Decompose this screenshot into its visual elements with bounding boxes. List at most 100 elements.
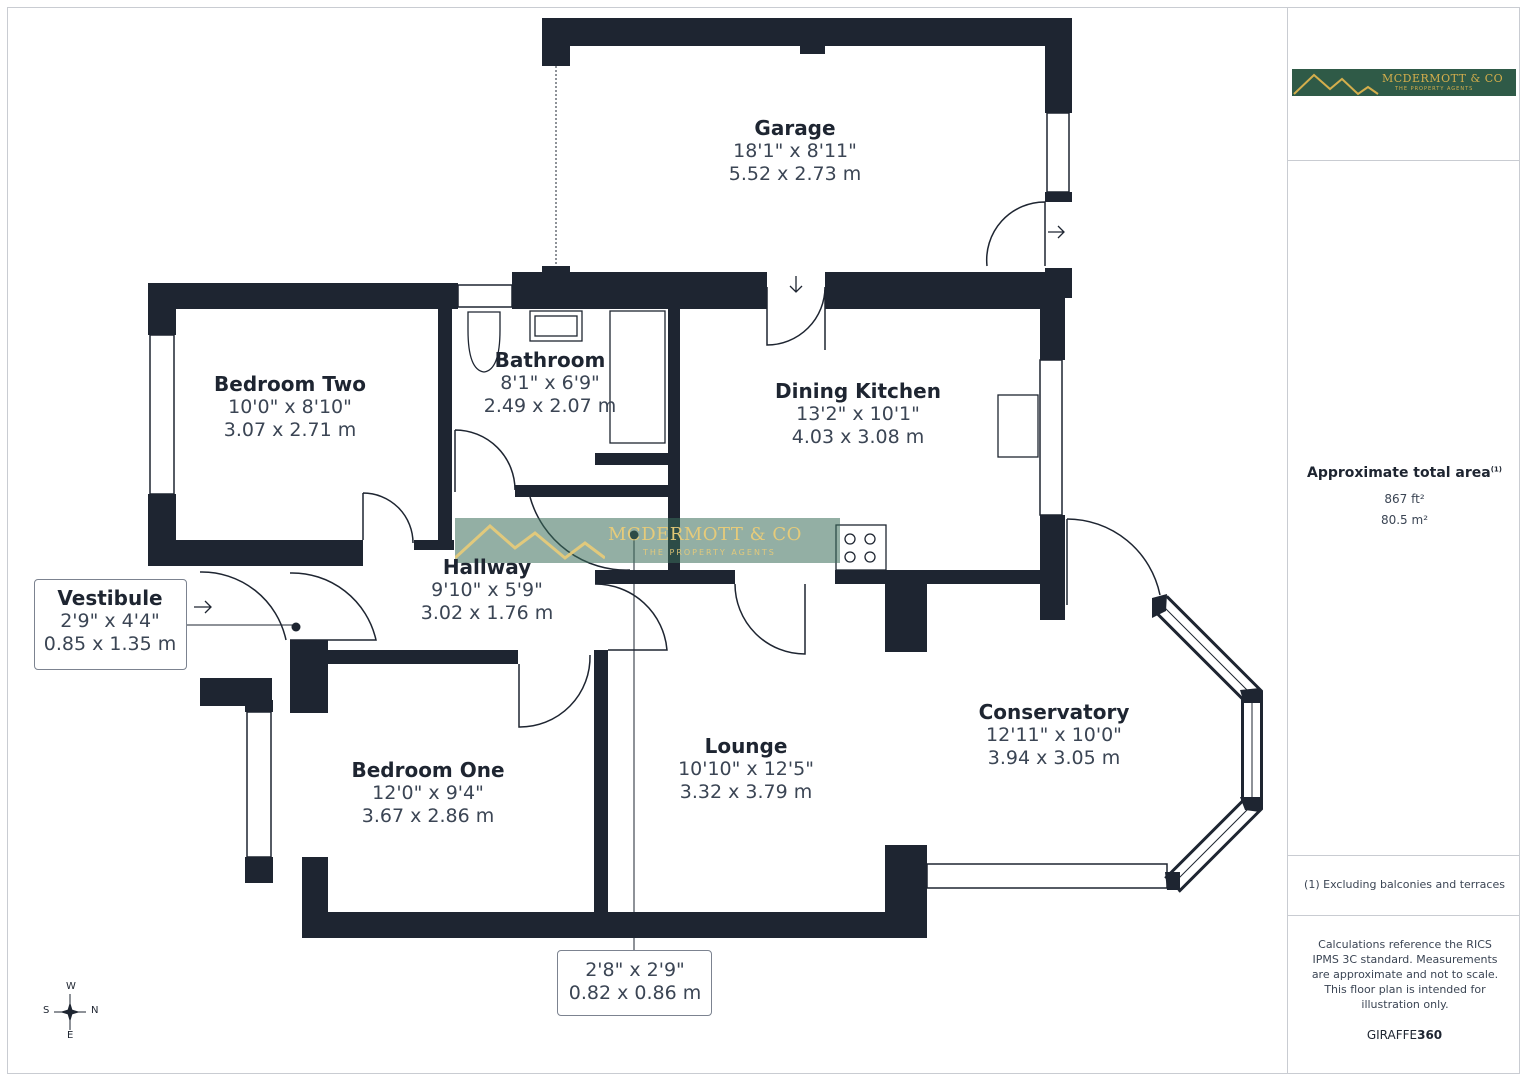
garage-top-wall: [542, 18, 1072, 46]
page-frame: [7, 7, 1520, 1074]
area-title: Approximate total area(1): [1292, 465, 1517, 481]
watermark-tagline: THE PROPERTY AGENTS: [643, 548, 776, 557]
room-size-imperial: 8'1" x 6'9": [500, 372, 600, 394]
compass-rose: W S N E: [40, 980, 100, 1041]
bedroom-two-bottom-right: [414, 540, 454, 550]
kitchen-window: [1039, 359, 1063, 516]
south-wall: [302, 912, 912, 938]
garage-right-wall-mid: [1045, 192, 1072, 202]
bedroom-one-top-left: [290, 640, 328, 713]
room-name: Conservatory: [978, 700, 1130, 724]
room-garage: Garage 18'1" x 8'11" 5.52 x 2.73 m: [729, 116, 861, 186]
bedroom-two-window: [149, 334, 175, 495]
area-sqft: 867 ft²: [1384, 492, 1425, 506]
panel-divider: [1288, 915, 1520, 916]
lounge-kitchen-door: [734, 583, 806, 655]
bedroom-two-left-wall-top: [148, 283, 176, 335]
cupboard-label-box: [557, 950, 712, 1016]
windows: [149, 112, 1168, 889]
room-bathroom: Bathroom 8'1" x 6'9" 2.49 x 2.07 m: [484, 348, 616, 418]
room-vestibule: Vestibule 2'9" x 4'4" 0.85 x 1.35 m: [44, 586, 176, 656]
bathroom-top-wall: [512, 272, 767, 309]
vestibule-porch-corner: [245, 700, 273, 712]
vestibule-inner-door: [289, 572, 377, 641]
garage-side-door: [985, 201, 1046, 267]
bedroom-two-right-wall: [438, 309, 452, 550]
room-size-metric: 3.02 x 1.76 m: [420, 601, 554, 624]
room-conservatory: Conservatory 12'11" x 10'0" 3.94 x 3.05 …: [979, 700, 1130, 770]
logo-tagline: THE PROPERTY AGENTS: [1395, 86, 1474, 92]
bedroom-two-bottom-wall: [148, 540, 363, 566]
kitchen-sink: [997, 394, 1039, 458]
kitchen-entrance-arrow: [789, 276, 803, 293]
room-size-metric: 3.32 x 3.79 m: [679, 780, 813, 803]
hob: [835, 524, 887, 571]
disclaimer: Calculations reference the RICS IPMS 3C …: [1311, 938, 1499, 1011]
room-lounge: Lounge 10'10" x 12'5" 3.32 x 3.79 m: [678, 734, 814, 804]
room-size-imperial: 12'0" x 9'4": [372, 782, 484, 804]
area-note-marker: (1): [1490, 465, 1503, 474]
compass-w: W: [66, 981, 76, 992]
cupboard-door: [594, 583, 668, 651]
garage-left-wall-stub: [542, 18, 570, 66]
room-name: Dining Kitchen: [775, 379, 941, 403]
garage-entrance-arrow: [1048, 225, 1065, 239]
kitchen-north-door: [766, 286, 826, 346]
garage-right-wall-upper: [1045, 18, 1072, 113]
kitchen-right-wall-top: [1040, 298, 1065, 360]
room-size-imperial: 13'2" x 10'1": [796, 403, 920, 425]
giraffe360-brand: GIRAFFE360: [1292, 1028, 1517, 1042]
info-panel: [1287, 7, 1520, 1074]
room-name: Bedroom Two: [214, 372, 366, 396]
brand-prefix: GIRAFFE: [1366, 1028, 1418, 1042]
bedroom-lounge-wall: [594, 650, 608, 912]
garage-pillar: [800, 44, 825, 54]
room-size-metric: 4.03 x 3.08 m: [791, 425, 925, 448]
room-name: Garage: [754, 116, 836, 140]
logo-roof-icon: [1293, 73, 1379, 96]
bathroom-door: [454, 429, 516, 492]
watermark-name: MCDERMOTT & CO: [608, 524, 802, 545]
room-hallway: Hallway 9'10" x 5'9" 3.02 x 1.76 m: [421, 555, 553, 625]
room-size-metric: 3.94 x 3.05 m: [987, 746, 1121, 769]
kitchen-top-wall: [825, 272, 1065, 309]
room-size-metric: 3.07 x 2.71 m: [223, 418, 357, 441]
vestibule-label-box: [34, 579, 187, 670]
floor-plan: [148, 18, 1263, 950]
bedroom-one-top-wall: [290, 650, 518, 664]
chimney-breast: [885, 584, 927, 652]
area-title-text: Approximate total area: [1306, 465, 1491, 481]
panel-divider: [1288, 855, 1520, 856]
room-size-metric: 5.52 x 2.73 m: [728, 162, 862, 185]
compass-n: N: [91, 1005, 99, 1016]
kitchen-west-wall: [668, 309, 680, 579]
conservatory-south-pier: [885, 845, 927, 938]
bedroom-one-window: [246, 711, 272, 858]
room-size-imperial: 9'10" x 5'9": [431, 579, 543, 601]
door-swings: [199, 201, 1161, 728]
room-size-metric: 0.82 x 0.86 m: [568, 981, 702, 1004]
area-footnote: (1) Excluding balconies and terraces: [1304, 878, 1505, 891]
vestibule-entrance-arrow: [194, 600, 212, 614]
conservatory-door: [1066, 518, 1161, 596]
bedroom-one-door: [518, 654, 591, 728]
room-bedroom-two: Bedroom Two 10'0" x 8'10" 3.07 x 2.71 m: [214, 372, 366, 442]
area-sqm: 80.5 m²: [1380, 513, 1429, 527]
room-size-imperial: 2'9" x 4'4": [60, 610, 160, 632]
logo-name: MCDERMOTT & CO: [1382, 72, 1504, 85]
walls: [148, 18, 1072, 938]
room-name: Bedroom One: [351, 758, 505, 782]
room-name: Lounge: [704, 734, 788, 758]
garage-window: [1046, 112, 1070, 193]
toilet: [467, 311, 501, 373]
room-size-imperial: 12'11" x 10'0": [986, 724, 1122, 746]
room-name: Hallway: [442, 555, 532, 579]
room-size-imperial: 10'0" x 8'10": [228, 396, 352, 418]
bathroom-sink-basin: [534, 315, 578, 337]
bath-tub: [609, 310, 666, 444]
room-cupboard: 2'8" x 2'9" 0.82 x 0.86 m: [569, 959, 701, 1005]
panel-divider: [1288, 160, 1520, 161]
room-dining-kitchen: Dining Kitchen 13'2" x 10'1" 4.03 x 3.08…: [775, 379, 941, 449]
fixtures: [467, 310, 1039, 571]
bedroom-one-left-wall-bottom: [245, 857, 273, 883]
